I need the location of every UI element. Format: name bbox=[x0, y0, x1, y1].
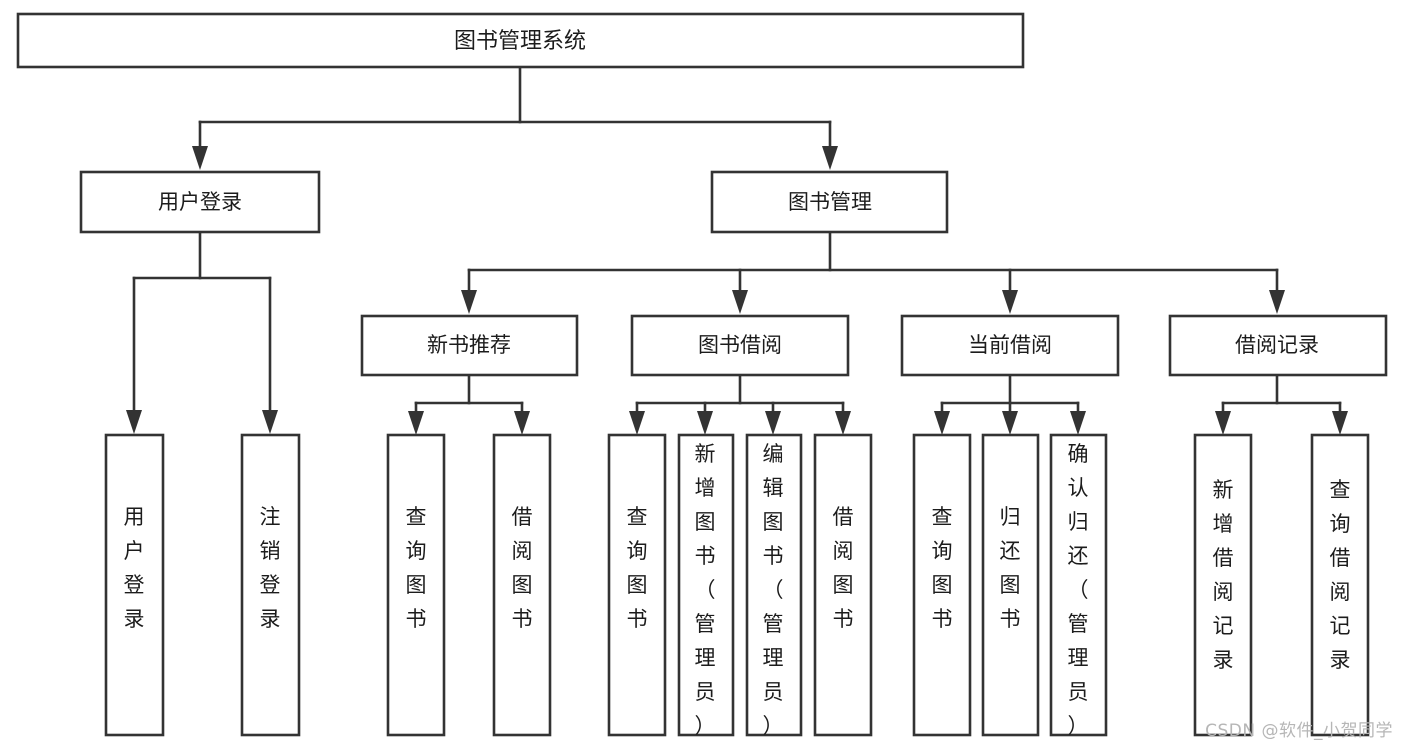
node-leaf-return-book[interactable]: 归还图书 bbox=[981, 433, 1040, 737]
node-book-borrow[interactable]: 图书借阅 bbox=[630, 314, 850, 377]
node-root-system[interactable]: 图书管理系统 bbox=[16, 12, 1025, 69]
node-leaf-add-record-box[interactable] bbox=[1193, 433, 1253, 737]
node-leaf-confirm-return[interactable]: 确认归还（管理员） bbox=[1049, 433, 1108, 738]
node-root-system-box[interactable] bbox=[16, 12, 1025, 69]
node-leaf-query-book-3[interactable]: 查询图书 bbox=[912, 433, 972, 737]
node-new-book-recommend-label: 新书推荐 bbox=[427, 333, 511, 357]
arrow-head-new-book-recommend bbox=[461, 290, 477, 314]
node-leaf-logout-login[interactable]: 注销登录 bbox=[240, 433, 301, 737]
node-leaf-query-record[interactable]: 查询借阅记录 bbox=[1310, 433, 1370, 737]
node-current-borrow-box[interactable] bbox=[900, 314, 1120, 377]
arrow-head-leaf-borrow-book-2 bbox=[835, 411, 851, 435]
node-leaf-borrow-book-1-label: 借阅图书 bbox=[512, 505, 533, 631]
arrow-head-leaf-query-book-2 bbox=[629, 411, 645, 435]
node-user-login-label: 用户登录 bbox=[158, 190, 242, 214]
arrow-head-book-borrow bbox=[732, 290, 748, 314]
node-leaf-borrow-book-1[interactable]: 借阅图书 bbox=[492, 433, 552, 737]
node-leaf-borrow-book-2[interactable]: 借阅图书 bbox=[813, 433, 873, 737]
node-borrow-record-label: 借阅记录 bbox=[1235, 333, 1319, 357]
node-leaf-user-login-label: 用户登录 bbox=[124, 505, 145, 631]
node-book-management[interactable]: 图书管理 bbox=[710, 170, 949, 234]
arrow-head-borrow-record bbox=[1269, 290, 1285, 314]
node-leaf-query-record-box[interactable] bbox=[1310, 433, 1370, 737]
node-leaf-query-book-3-label: 查询图书 bbox=[932, 505, 953, 631]
connector-layer bbox=[126, 65, 1348, 435]
node-leaf-return-book-label: 归还图书 bbox=[1000, 505, 1021, 631]
arrow-head-leaf-return-book bbox=[1002, 411, 1018, 435]
node-leaf-add-record-label: 新增借阅记录 bbox=[1213, 478, 1234, 672]
node-book-borrow-box[interactable] bbox=[630, 314, 850, 377]
node-leaf-edit-book-label: 编辑图书（管理员） bbox=[763, 442, 784, 738]
arrow-head-leaf-query-book-3 bbox=[934, 411, 950, 435]
node-leaf-query-book-1[interactable]: 查询图书 bbox=[386, 433, 446, 737]
node-leaf-add-book-box[interactable] bbox=[677, 433, 735, 737]
node-book-management-box[interactable] bbox=[710, 170, 949, 234]
arrow-head-leaf-borrow-book-1 bbox=[514, 411, 530, 435]
arrow-head-leaf-add-book bbox=[697, 411, 713, 435]
node-leaf-borrow-book-2-label: 借阅图书 bbox=[833, 505, 854, 631]
arrow-head-current-borrow bbox=[1002, 290, 1018, 314]
node-borrow-record[interactable]: 借阅记录 bbox=[1168, 314, 1388, 377]
arrow-head-leaf-query-book-1 bbox=[408, 411, 424, 435]
node-leaf-query-book-2[interactable]: 查询图书 bbox=[607, 433, 667, 737]
arrow-head-leaf-add-record bbox=[1215, 411, 1231, 435]
arrow-head-leaf-logout-login bbox=[262, 410, 278, 434]
node-leaf-logout-login-box[interactable] bbox=[240, 433, 301, 737]
node-leaf-user-login-box[interactable] bbox=[104, 433, 165, 737]
node-leaf-user-login[interactable]: 用户登录 bbox=[104, 433, 165, 737]
arrow-head-leaf-confirm-return bbox=[1070, 411, 1086, 435]
node-leaf-logout-login-label: 注销登录 bbox=[260, 505, 281, 631]
node-user-login[interactable]: 用户登录 bbox=[79, 170, 321, 234]
node-leaf-borrow-book-1-box[interactable] bbox=[492, 433, 552, 737]
node-leaf-query-book-1-box[interactable] bbox=[386, 433, 446, 737]
node-leaf-query-book-2-label: 查询图书 bbox=[627, 505, 648, 631]
node-book-management-label: 图书管理 bbox=[788, 190, 872, 214]
node-leaf-confirm-return-box[interactable] bbox=[1049, 433, 1108, 737]
node-leaf-confirm-return-label: 确认归还（管理员） bbox=[1068, 442, 1089, 738]
node-current-borrow[interactable]: 当前借阅 bbox=[900, 314, 1120, 377]
node-leaf-query-record-label: 查询借阅记录 bbox=[1330, 478, 1351, 672]
node-new-book-recommend-box[interactable] bbox=[360, 314, 579, 377]
node-leaf-query-book-2-box[interactable] bbox=[607, 433, 667, 737]
node-leaf-edit-book-box[interactable] bbox=[745, 433, 803, 737]
node-leaf-add-book[interactable]: 新增图书（管理员） bbox=[677, 433, 735, 738]
arrow-head-user-login bbox=[192, 146, 208, 170]
node-leaf-query-book-1-label: 查询图书 bbox=[406, 505, 427, 631]
node-leaf-add-record[interactable]: 新增借阅记录 bbox=[1193, 433, 1253, 737]
node-leaf-borrow-book-2-box[interactable] bbox=[813, 433, 873, 737]
arrow-head-leaf-edit-book bbox=[765, 411, 781, 435]
node-leaf-add-book-label: 新增图书（管理员） bbox=[695, 442, 716, 738]
node-leaf-query-book-3-box[interactable] bbox=[912, 433, 972, 737]
node-user-login-box[interactable] bbox=[79, 170, 321, 234]
node-borrow-record-box[interactable] bbox=[1168, 314, 1388, 377]
node-leaf-edit-book[interactable]: 编辑图书（管理员） bbox=[745, 433, 803, 738]
node-root-system-label: 图书管理系统 bbox=[454, 29, 586, 54]
node-new-book-recommend[interactable]: 新书推荐 bbox=[360, 314, 579, 377]
node-leaf-return-book-box[interactable] bbox=[981, 433, 1040, 737]
node-current-borrow-label: 当前借阅 bbox=[968, 333, 1052, 357]
node-book-borrow-label: 图书借阅 bbox=[698, 333, 782, 357]
arrow-head-leaf-query-record bbox=[1332, 411, 1348, 435]
arrow-head-leaf-user-login bbox=[126, 410, 142, 434]
arrow-head-book-management bbox=[822, 146, 838, 170]
